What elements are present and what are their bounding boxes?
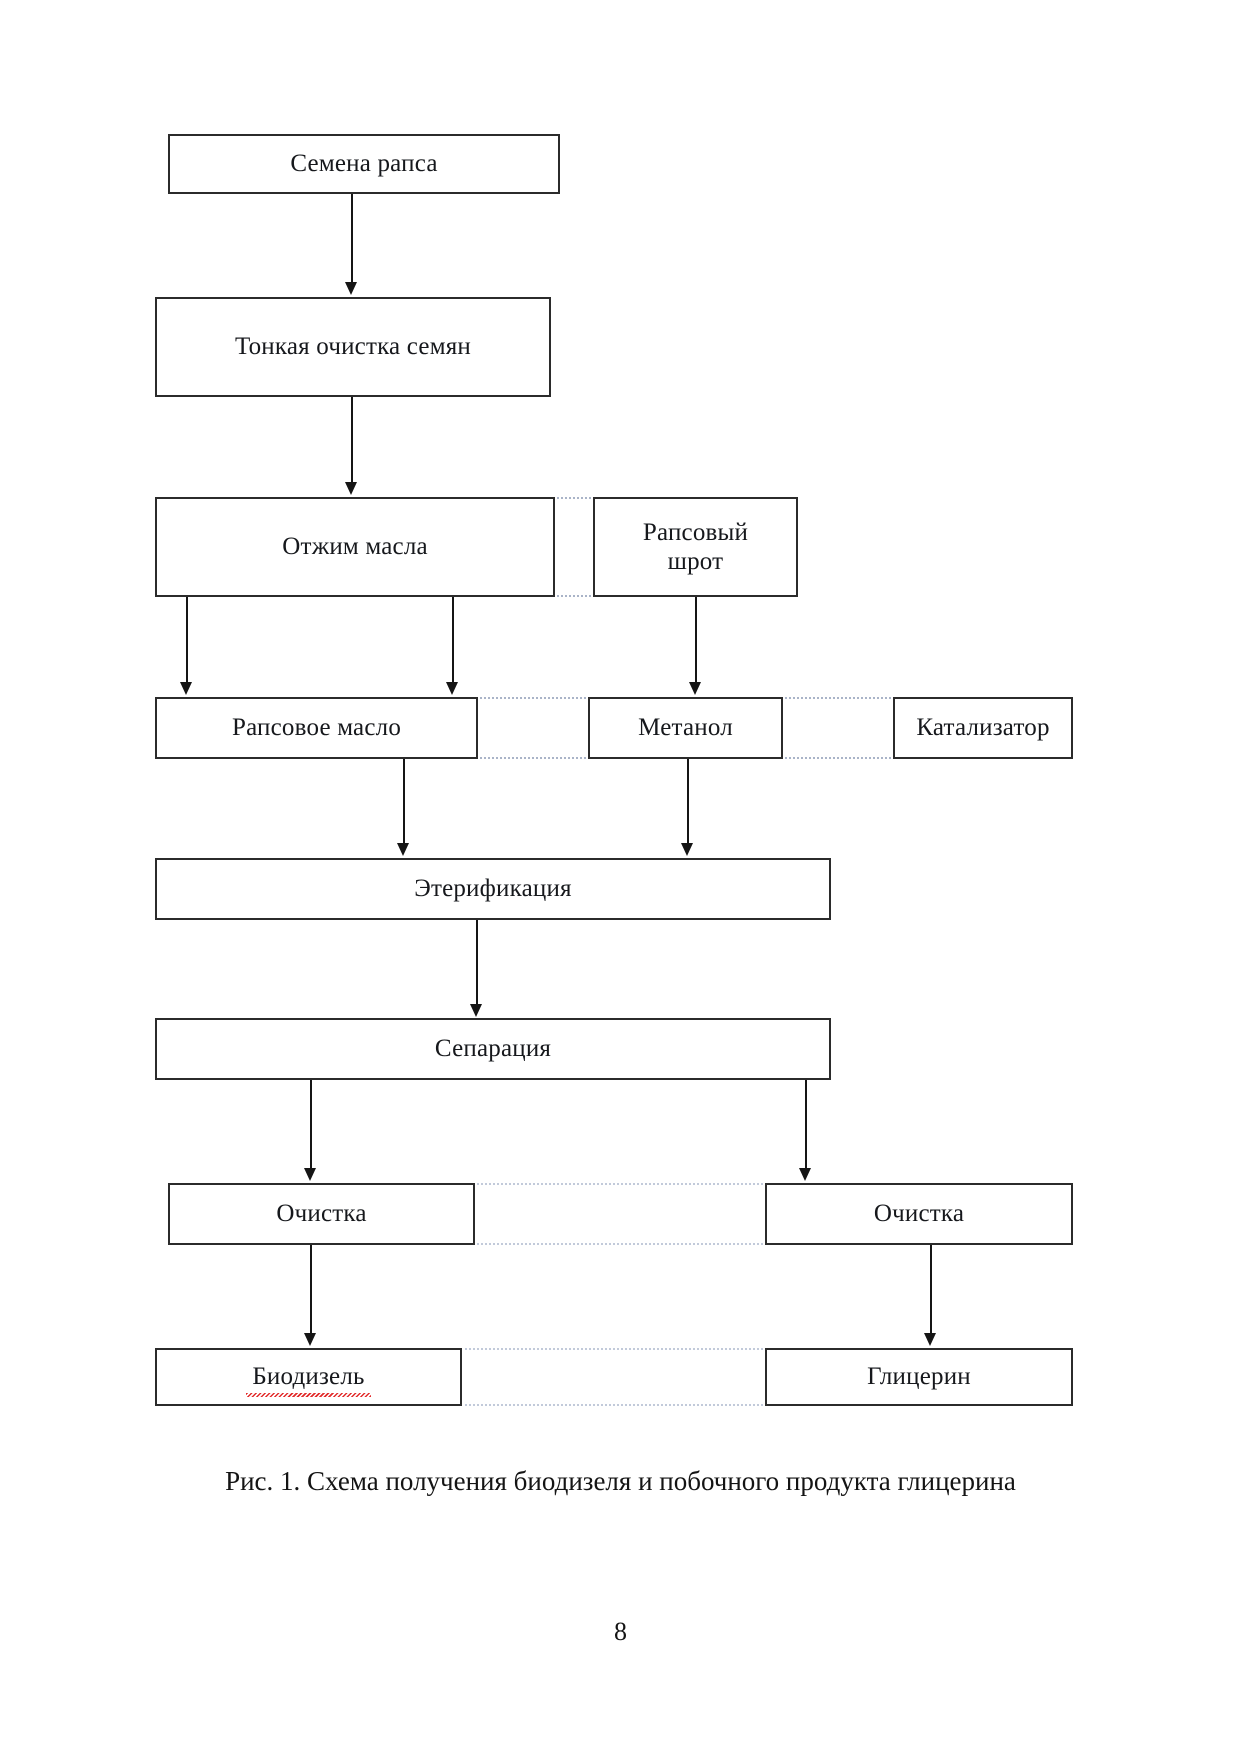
node-oil-pressing-label: Отжим масла bbox=[282, 533, 428, 561]
arrow-seeds-to-cleaning-head bbox=[345, 282, 357, 295]
arrow-seeds-to-cleaning-line bbox=[351, 194, 353, 282]
arrow-purify-left-to-biodiesel-head bbox=[304, 1333, 316, 1346]
node-catalyst[interactable]: Катализатор bbox=[893, 697, 1073, 759]
figure-caption: Рис. 1. Схема получения биодизеля и побо… bbox=[225, 1466, 1016, 1496]
node-glycerin[interactable]: Глицерин bbox=[765, 1348, 1073, 1406]
arrow-separation-to-purify-left-line bbox=[310, 1080, 312, 1168]
arrow-meal-to-methanol-head bbox=[689, 682, 701, 695]
node-oil-pressing[interactable]: Отжим масла bbox=[155, 497, 555, 597]
dotted-connector-biodiesel-glycerin-top bbox=[460, 1348, 767, 1350]
arrow-purify-left-to-biodiesel-line bbox=[310, 1245, 312, 1333]
arrow-cleaning-to-pressing-line bbox=[351, 397, 353, 482]
dotted-connector-purify-purify-bottom bbox=[473, 1243, 767, 1245]
arrow-meal-to-methanol-line bbox=[695, 597, 697, 682]
dotted-connector-methanol-catalyst-top bbox=[781, 697, 895, 699]
dotted-connector-pressing-meal-top bbox=[553, 497, 595, 499]
node-fine-cleaning-label: Тонкая очистка семян bbox=[234, 333, 472, 361]
arrow-esterification-to-separation-head bbox=[470, 1004, 482, 1017]
dotted-connector-methanol-catalyst-bottom bbox=[781, 757, 895, 759]
node-seeds[interactable]: Семена рапса bbox=[168, 134, 560, 194]
node-purification-right-label: Очистка bbox=[873, 1200, 965, 1228]
arrow-esterification-to-separation-line bbox=[476, 920, 478, 1004]
dotted-connector-pressing-meal-bottom bbox=[553, 595, 595, 597]
node-glycerin-label: Глицерин bbox=[867, 1363, 971, 1391]
node-methanol-label: Метанол bbox=[638, 714, 733, 742]
page-number: 8 bbox=[614, 1617, 627, 1646]
arrow-pressing-to-oil-right-head bbox=[446, 682, 458, 695]
arrow-oil-to-esterification-head bbox=[397, 843, 409, 856]
biodiesel-process-flowchart: Семена рапса Тонкая очистка семян Отжим … bbox=[155, 134, 1073, 1406]
arrow-cleaning-to-pressing-head bbox=[345, 482, 357, 495]
arrow-pressing-to-oil-left-head bbox=[180, 682, 192, 695]
node-fine-cleaning[interactable]: Тонкая очистка семян bbox=[155, 297, 551, 397]
node-catalyst-label: Катализатор bbox=[916, 714, 1050, 742]
node-methanol[interactable]: Метанол bbox=[588, 697, 783, 759]
arrow-separation-to-purify-right-head bbox=[799, 1168, 811, 1181]
dotted-connector-oil-methanol-top bbox=[476, 697, 590, 699]
node-esterification-label: Этерификация bbox=[414, 875, 572, 903]
arrow-purify-right-to-glycerin-head bbox=[924, 1333, 936, 1346]
arrow-methanol-to-esterification-head bbox=[681, 843, 693, 856]
arrow-methanol-to-esterification-line bbox=[687, 759, 689, 843]
arrow-pressing-to-oil-right-line bbox=[452, 597, 454, 682]
node-purification-right[interactable]: Очистка bbox=[765, 1183, 1073, 1245]
node-biodiesel-label: Биодизель bbox=[246, 1362, 371, 1397]
arrow-pressing-to-oil-left-line bbox=[186, 597, 188, 682]
node-biodiesel[interactable]: Биодизель bbox=[155, 1348, 462, 1406]
dotted-connector-purify-purify-top bbox=[473, 1183, 767, 1185]
arrow-oil-to-esterification-line bbox=[403, 759, 405, 843]
node-seeds-label: Семена рапса bbox=[290, 150, 438, 178]
node-separation-label: Сепарация bbox=[434, 1035, 552, 1063]
node-rapeseed-meal[interactable]: Рапсовый шрот bbox=[593, 497, 798, 597]
node-rapeseed-meal-label: Рапсовый шрот bbox=[642, 518, 749, 576]
node-separation[interactable]: Сепарация bbox=[155, 1018, 831, 1080]
node-esterification[interactable]: Этерификация bbox=[155, 858, 831, 920]
node-rapeseed-oil-label: Рапсовое масло bbox=[231, 714, 402, 742]
arrow-purify-right-to-glycerin-line bbox=[930, 1245, 932, 1333]
arrow-separation-to-purify-left-head bbox=[304, 1168, 316, 1181]
dotted-connector-oil-methanol-bottom bbox=[476, 757, 590, 759]
node-rapeseed-oil[interactable]: Рапсовое масло bbox=[155, 697, 478, 759]
node-purification-left-label: Очистка bbox=[276, 1200, 367, 1228]
node-purification-left[interactable]: Очистка bbox=[168, 1183, 475, 1245]
arrow-separation-to-purify-right-line bbox=[805, 1080, 807, 1168]
dotted-connector-biodiesel-glycerin-bottom bbox=[460, 1404, 767, 1406]
